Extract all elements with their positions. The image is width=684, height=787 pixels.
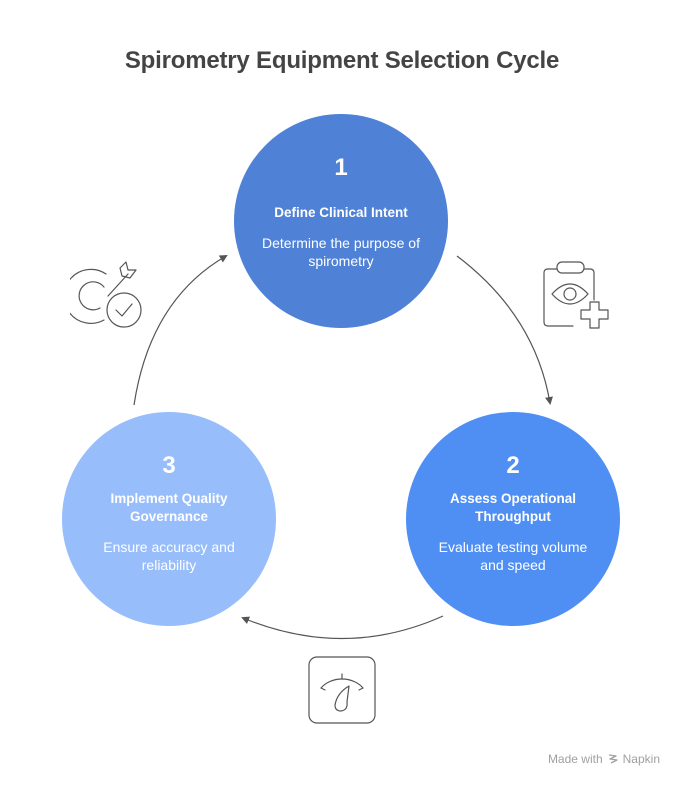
step-heading: Implement Quality Governance	[110, 491, 228, 524]
diagram-title: Spirometry Equipment Selection Cycle	[124, 47, 560, 74]
step-2-circle: 2 Assess Operational Throughput Evaluate…	[406, 412, 620, 626]
arrow-1-to-2	[456, 255, 553, 405]
arrow-3-to-1	[133, 254, 228, 406]
napkin-brand: Napkin	[622, 752, 660, 766]
target-check-icon	[70, 261, 142, 328]
step-number: 1	[334, 154, 348, 181]
step-description: Determine the purpose of spirometry	[262, 235, 420, 269]
made-with-label: Made with	[547, 752, 603, 766]
step-description: Ensure accuracy and reliability	[103, 539, 235, 573]
step-description: Evaluate testing volume and speed	[438, 539, 588, 573]
step-number: 2	[506, 452, 520, 479]
clipboard-eye-plus-icon	[543, 261, 609, 329]
step-number: 3	[162, 452, 176, 479]
step-heading: Define Clinical Intent	[274, 205, 408, 220]
step-3-circle: 3 Implement Quality Governance Ensure ac…	[62, 412, 276, 626]
napkin-logo-icon	[608, 754, 618, 764]
step-1-circle: 1 Define Clinical Intent Determine the p…	[234, 114, 448, 328]
step-heading: Assess Operational Throughput	[449, 491, 577, 524]
gauge-scale-icon	[308, 656, 376, 724]
arrow-2-to-3	[241, 615, 444, 640]
napkin-watermark: Made with Napkin	[548, 752, 660, 766]
